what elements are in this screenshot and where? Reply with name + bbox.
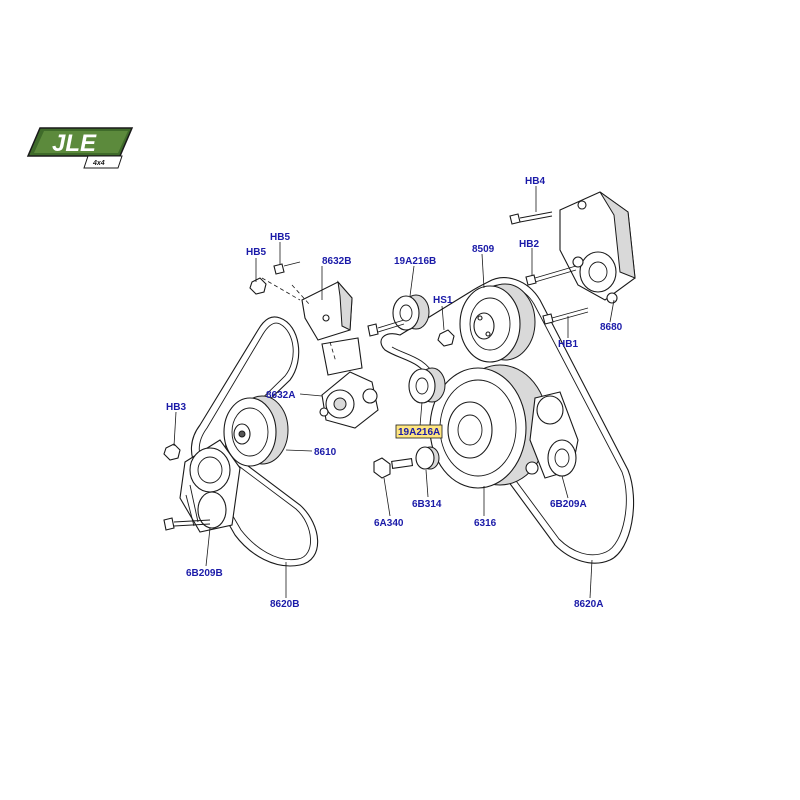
tensioner-6B209A <box>525 391 579 479</box>
callout-6B209B: 6B209B <box>186 568 223 579</box>
idler-19A216A <box>408 367 446 404</box>
callout-HB5-right: HB5 <box>270 232 290 243</box>
bracket-8632B <box>261 277 363 376</box>
bolt-HS1 <box>437 329 455 347</box>
callout-HB5-left: HB5 <box>246 247 266 258</box>
bracket-8680 <box>559 191 636 304</box>
bolt-6A340 <box>373 457 414 479</box>
leader-lines <box>173 186 615 599</box>
bolt-19A216B-screw <box>367 319 405 337</box>
bolt-6B209B-screw <box>163 517 211 531</box>
pulley-8610 <box>223 395 289 467</box>
logo-brand: JLE <box>52 130 97 157</box>
bolt-HB4 <box>509 211 553 225</box>
callout-8632A: 8632A <box>266 390 295 401</box>
pulley-8509 <box>459 283 536 363</box>
callout-HS1: HS1 <box>433 295 453 306</box>
callout-6B314: 6B314 <box>412 499 442 510</box>
callout-8610: 8610 <box>314 447 337 458</box>
bolt-HB5-a <box>249 277 267 295</box>
callout-8620B: 8620B <box>270 599 299 610</box>
callout-6A340: 6A340 <box>374 518 404 529</box>
callout-HB2: HB2 <box>519 239 539 250</box>
jle-logo: JLE 4x4 <box>26 127 134 169</box>
bolt-HB5-b <box>273 261 301 275</box>
bolt-HB2 <box>525 265 577 286</box>
callout-8632B: 8632B <box>322 256 351 267</box>
bolt-HB3 <box>163 443 181 461</box>
idler-6B209B <box>179 439 241 533</box>
logo-sub: 4x4 <box>92 160 105 167</box>
bolt-HB1 <box>542 307 589 325</box>
callout-19A216A: 19A216A <box>398 427 440 438</box>
callout-HB1: HB1 <box>558 339 578 350</box>
callout-HB3: HB3 <box>166 402 186 413</box>
callout-labels: HB4 HB2 HB1 HB5 HB5 HB3 HS1 8632B 8632A … <box>166 176 623 610</box>
tensioner-8632A <box>319 371 379 429</box>
spacer-6B314 <box>415 446 440 470</box>
callout-HB4: HB4 <box>525 176 545 187</box>
callout-8509: 8509 <box>472 244 495 255</box>
idler-19A216B <box>392 294 430 331</box>
crank-pulley-6316 <box>429 364 549 489</box>
callout-8620A: 8620A <box>574 599 603 610</box>
highlight-19A216A <box>395 424 443 439</box>
callout-6B209A: 6B209A <box>550 499 587 510</box>
callout-19A216B: 19A216B <box>394 256 436 267</box>
callout-6316: 6316 <box>474 518 497 529</box>
callout-8680: 8680 <box>600 322 623 333</box>
